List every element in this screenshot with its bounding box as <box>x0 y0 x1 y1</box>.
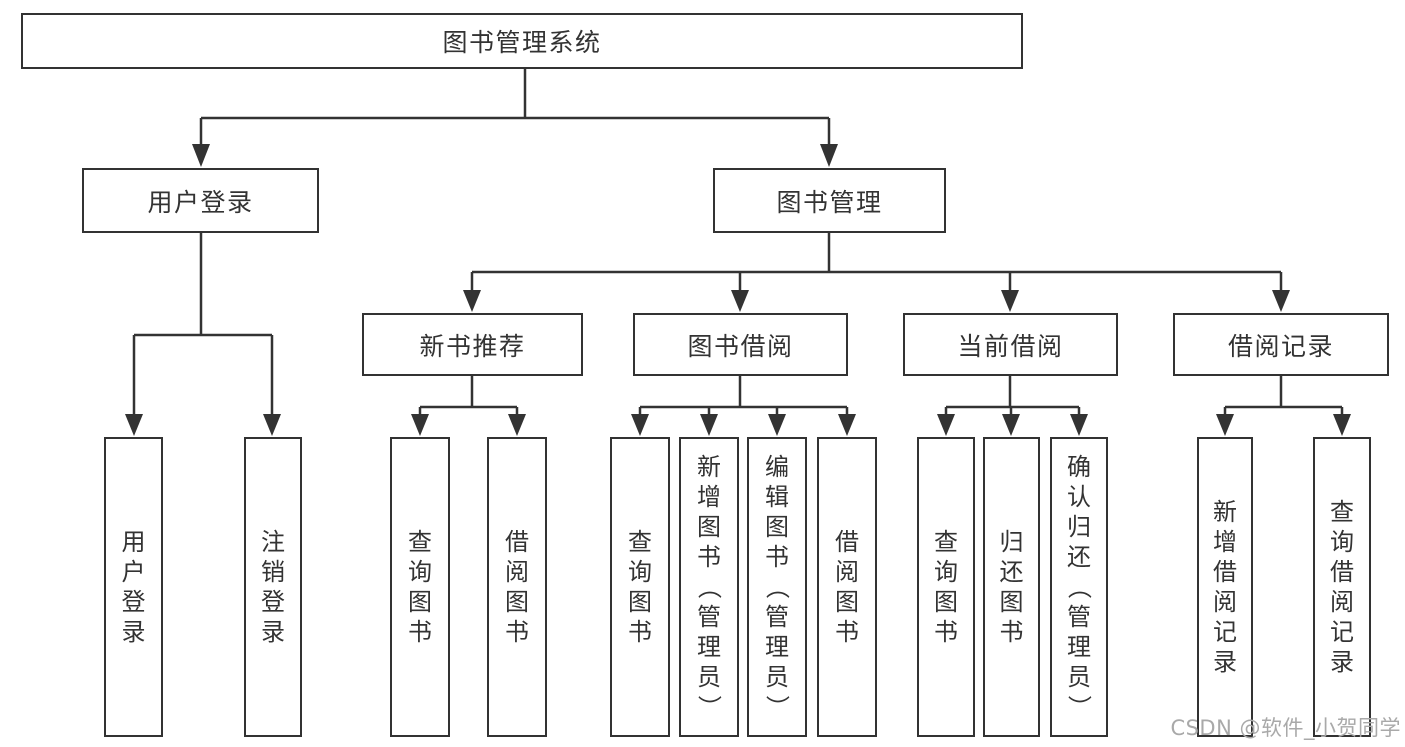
leaf-query-borrow-record: 查询借阅记录 <box>1313 437 1371 737</box>
leaf-add-books-admin: 新增图书（管理员） <box>679 437 739 737</box>
leaf-borrow-books-rec: 借阅图书 <box>487 437 547 737</box>
csdn-watermark: CSDN @软件_小贺同学 <box>1170 716 1401 740</box>
node-label: 借阅记录 <box>1227 331 1334 361</box>
leaf-logout: 注销登录 <box>244 437 302 737</box>
leaf-confirm-return-admin: 确认归还（管理员） <box>1050 437 1108 737</box>
leaf-query-books-current: 查询图书 <box>917 437 975 737</box>
node-user-login: 用户登录 <box>82 168 319 233</box>
connector-root-to-level2 <box>192 69 838 167</box>
node-label: 当前借阅 <box>957 331 1064 361</box>
connector-book-management-children <box>463 233 1290 312</box>
leaf-add-borrow-record: 新增借阅记录 <box>1197 437 1253 737</box>
leaf-user-login: 用户登录 <box>104 437 163 737</box>
connector-current-borrowing-children <box>937 376 1088 436</box>
leaf-query-books-borrowing: 查询图书 <box>610 437 670 737</box>
connector-book-borrowing-children <box>631 376 856 436</box>
node-borrowing-records: 借阅记录 <box>1173 313 1389 376</box>
node-label: 新书推荐 <box>419 331 526 361</box>
connector-borrowing-records-children <box>1216 376 1351 436</box>
node-current-borrowing: 当前借阅 <box>903 313 1118 376</box>
node-label: 用户登录 <box>147 187 254 217</box>
node-book-borrowing: 图书借阅 <box>633 313 848 376</box>
leaf-query-books-rec: 查询图书 <box>390 437 450 737</box>
connector-new-book-rec-children <box>411 376 526 436</box>
node-new-book-recommendation: 新书推荐 <box>362 313 583 376</box>
node-label: 图书借阅 <box>687 331 794 361</box>
connector-user-login-children <box>125 233 281 436</box>
node-library-management-system: 图书管理系统 <box>21 13 1023 69</box>
leaf-return-books: 归还图书 <box>983 437 1040 737</box>
node-book-management: 图书管理 <box>713 168 946 233</box>
leaf-edit-books-admin: 编辑图书（管理员） <box>747 437 807 737</box>
leaf-borrow-books: 借阅图书 <box>817 437 877 737</box>
node-label: 图书管理系统 <box>442 28 602 57</box>
node-label: 图书管理 <box>776 187 883 217</box>
